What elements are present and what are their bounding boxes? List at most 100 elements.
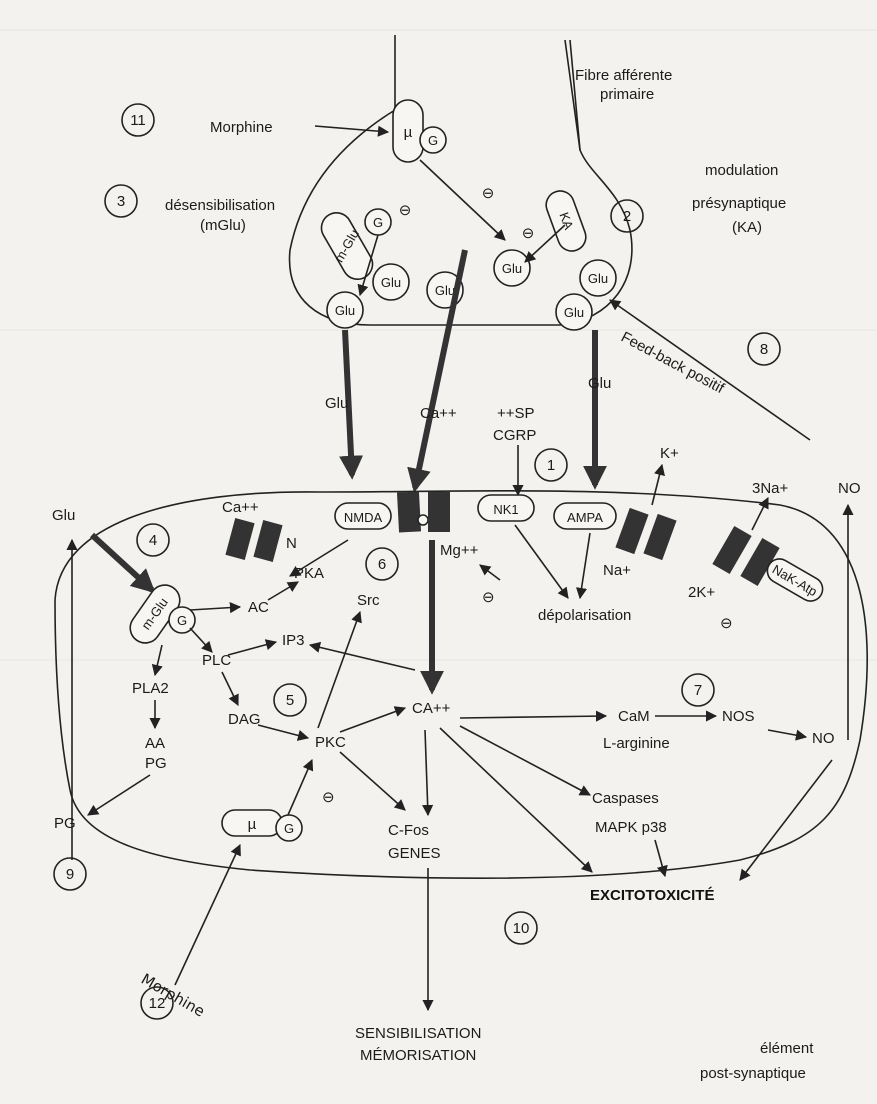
ca-channel-n: [225, 518, 254, 560]
no-label-inside: NO: [812, 730, 835, 747]
step-numbers: 11 3 2 8 1 4 6 5 7 9 10 12: [54, 104, 780, 1019]
sensitization-label: SENSIBILISATION: [355, 1025, 481, 1042]
arrow-nk1-depol: [515, 525, 568, 598]
arrow-genes: [425, 730, 428, 815]
modulation-label-3: (KA): [732, 219, 762, 236]
arrow-ca-pkc: [340, 708, 405, 732]
channel-nmda-2: [428, 492, 450, 532]
arrow-morphine-bottom: [175, 845, 240, 985]
arrow-pg-out: [88, 775, 150, 815]
desensitization-label-2: (mGlu): [200, 217, 246, 234]
mapk-label: MAPK p38: [595, 819, 667, 836]
step-number-7: 7: [694, 682, 702, 699]
memorization-label: MÉMORISATION: [360, 1047, 476, 1064]
arrow-ampa-depol: [580, 533, 590, 598]
arrow-no-excito: [740, 760, 832, 880]
g-label-post: G: [177, 613, 187, 628]
cfos-label: C-Fos: [388, 822, 429, 839]
modulation-label-1: modulation: [705, 162, 778, 179]
pg-label-outside: PG: [54, 815, 76, 832]
src-label: Src: [357, 592, 380, 609]
arrow-cfos: [340, 752, 405, 810]
arrow-caspases: [460, 726, 590, 795]
minus-icon: ⊖: [522, 225, 535, 242]
pla2-label: PLA2: [132, 680, 169, 697]
g-label-bottom: G: [284, 821, 294, 836]
mu-label-bottom: µ: [248, 816, 257, 833]
k-label: K+: [660, 445, 679, 462]
k2-label: 2K+: [688, 584, 715, 601]
pg-label-inside: PG: [145, 755, 167, 772]
arrow-ip3-ca: [310, 645, 415, 670]
arrow-cam: [460, 716, 606, 718]
plc-label: PLC: [202, 652, 231, 669]
step-number-1: 1: [547, 457, 555, 474]
ampa-label: AMPA: [567, 510, 603, 525]
minus-icon: ⊖: [322, 789, 335, 806]
k-efflux-arrow: [652, 465, 662, 505]
depolarisation-label: dépolarisation: [538, 607, 631, 624]
sp-label: ++SP: [497, 405, 535, 422]
excitotoxicity-label: EXCITOTOXICITÉ: [590, 887, 714, 904]
ac-label: AC: [248, 599, 269, 616]
element-label-1: élément: [760, 1040, 814, 1057]
nos-label: NOS: [722, 708, 755, 725]
minus-icon: ⊖: [482, 589, 495, 606]
n-channel-label: N: [286, 535, 297, 552]
arrow-mg: [480, 565, 500, 580]
step-number-11: 11: [130, 112, 146, 129]
na-label: Na+: [603, 562, 631, 579]
larginine-label: L-arginine: [603, 735, 670, 752]
step-number-10: 10: [513, 920, 530, 937]
g-label-pre: G: [373, 215, 383, 230]
no-label-top: NO: [838, 480, 861, 497]
nk1-label: NK1: [493, 502, 518, 517]
mu-label-top: µ: [404, 124, 413, 141]
fibre-label-1: Fibre afférente: [575, 67, 672, 84]
step-number-4: 4: [149, 532, 157, 549]
channel-nmda: [397, 491, 421, 532]
minus-icon: ⊖: [482, 185, 495, 202]
step-number-6: 6: [378, 556, 386, 573]
glu-label-left: Glu: [325, 395, 348, 412]
glu-label-outside: Glu: [52, 507, 75, 524]
mg-block: [418, 515, 428, 525]
arrow-pkc: [258, 725, 308, 738]
pkc-label: PKC: [315, 734, 346, 751]
dag-label: DAG: [228, 711, 261, 728]
cascade-arrows: [88, 525, 832, 1010]
ca-label-n: Ca++: [222, 499, 259, 516]
minus-icon: ⊖: [399, 202, 412, 219]
ca-label-inside: CA++: [412, 700, 451, 717]
pka-label: PKA: [294, 565, 324, 582]
arrow-no: [768, 730, 806, 737]
cam-label: CaM: [618, 708, 650, 725]
ca-channel-n-2: [253, 520, 282, 562]
glu-vesicle-label: Glu: [335, 303, 355, 318]
genes-label: GENES: [388, 845, 441, 862]
arrow-mu-pkc: [288, 760, 312, 815]
arrow-ac: [190, 607, 240, 610]
morphine-arrow-top: [315, 126, 388, 132]
k-channel: [615, 508, 648, 554]
arrow-excitotox: [440, 728, 592, 872]
desensitization-label-1: désensibilisation: [165, 197, 275, 214]
fibre-line: [565, 40, 580, 150]
aa-label: AA: [145, 735, 165, 752]
ca-label-top: Ca++: [420, 405, 457, 422]
arrow-src: [318, 612, 360, 728]
arrow-dag: [222, 672, 238, 705]
step-number-9: 9: [66, 866, 74, 883]
modulation-label-2: présynaptique: [692, 195, 786, 212]
arrow-plc: [190, 628, 212, 652]
feedback-arrow: [610, 300, 810, 440]
glu-label-right: Glu: [588, 375, 611, 392]
cgrp-label: CGRP: [493, 427, 536, 444]
fibre-label-2: primaire: [600, 86, 654, 103]
arrow-pka: [268, 582, 298, 600]
k-channel-2: [643, 514, 676, 560]
caspases-label: Caspases: [592, 790, 659, 807]
glu-vesicle-label: Glu: [381, 275, 401, 290]
